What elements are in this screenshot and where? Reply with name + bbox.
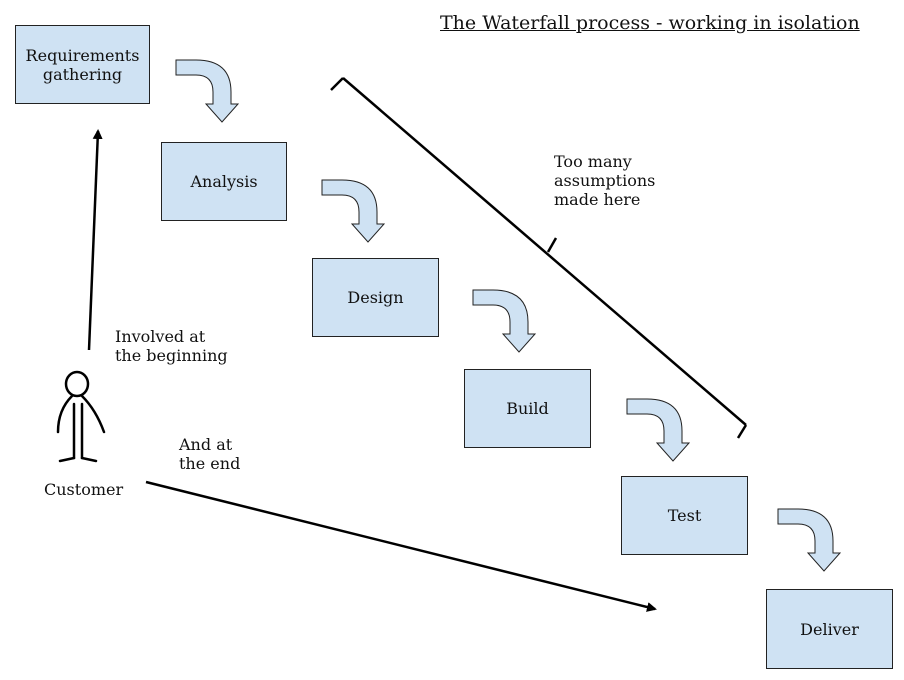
diagram-title: The Waterfall process - working in isola… (440, 12, 860, 34)
assumptions-note: Too many assumptions made here (554, 152, 656, 209)
step-label: Requirements gathering (25, 45, 140, 84)
customer-figure-icon (56, 370, 106, 463)
and-end-note: And at the end (179, 435, 241, 473)
arrow-to-requirements (87, 129, 103, 351)
step-requirements: Requirements gathering (15, 25, 150, 104)
step-build: Build (464, 369, 591, 448)
flow-arrow-4 (626, 398, 691, 462)
flow-arrow-3 (472, 289, 537, 353)
flow-arrow-2 (321, 179, 386, 243)
step-label: Build (506, 399, 549, 418)
assumptions-bracket (330, 77, 748, 439)
flow-arrow-5 (777, 508, 842, 572)
step-label: Analysis (190, 172, 258, 191)
customer-label: Customer (44, 480, 124, 499)
flow-arrow-1 (175, 59, 240, 123)
arrow-to-delivery (145, 480, 657, 612)
step-analysis: Analysis (161, 142, 287, 221)
step-test: Test (621, 476, 748, 555)
involved-beginning-note: Involved at the beginning (115, 327, 228, 365)
step-label: Test (667, 506, 702, 525)
step-design: Design (312, 258, 439, 337)
step-label: Design (347, 288, 404, 307)
step-deliver: Deliver (766, 589, 893, 669)
step-label: Deliver (800, 619, 859, 639)
